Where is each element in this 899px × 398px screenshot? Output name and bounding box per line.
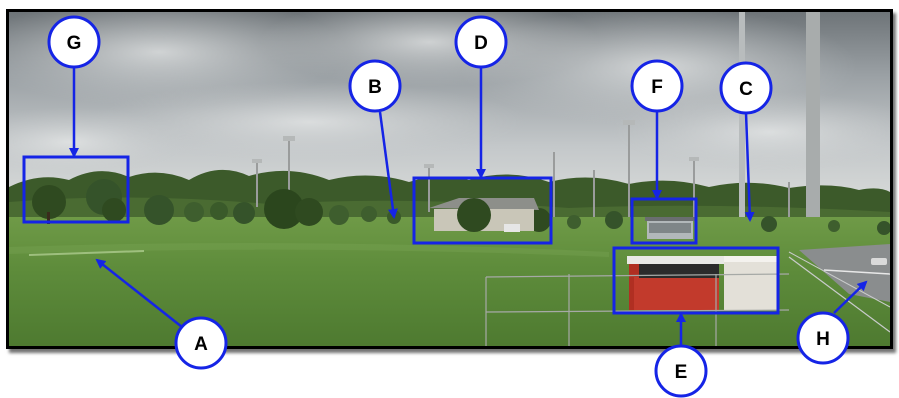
sports-field-scene bbox=[9, 12, 890, 346]
field-line bbox=[28, 250, 145, 256]
dugout bbox=[627, 256, 779, 310]
sports-field-photo bbox=[6, 9, 893, 349]
clubhouse bbox=[429, 198, 539, 232]
clouds bbox=[9, 12, 890, 177]
callout-e: E bbox=[654, 344, 708, 398]
shelter-f bbox=[645, 217, 695, 239]
callout-e-label: E bbox=[675, 362, 688, 383]
tall-light-pole bbox=[739, 12, 745, 252]
